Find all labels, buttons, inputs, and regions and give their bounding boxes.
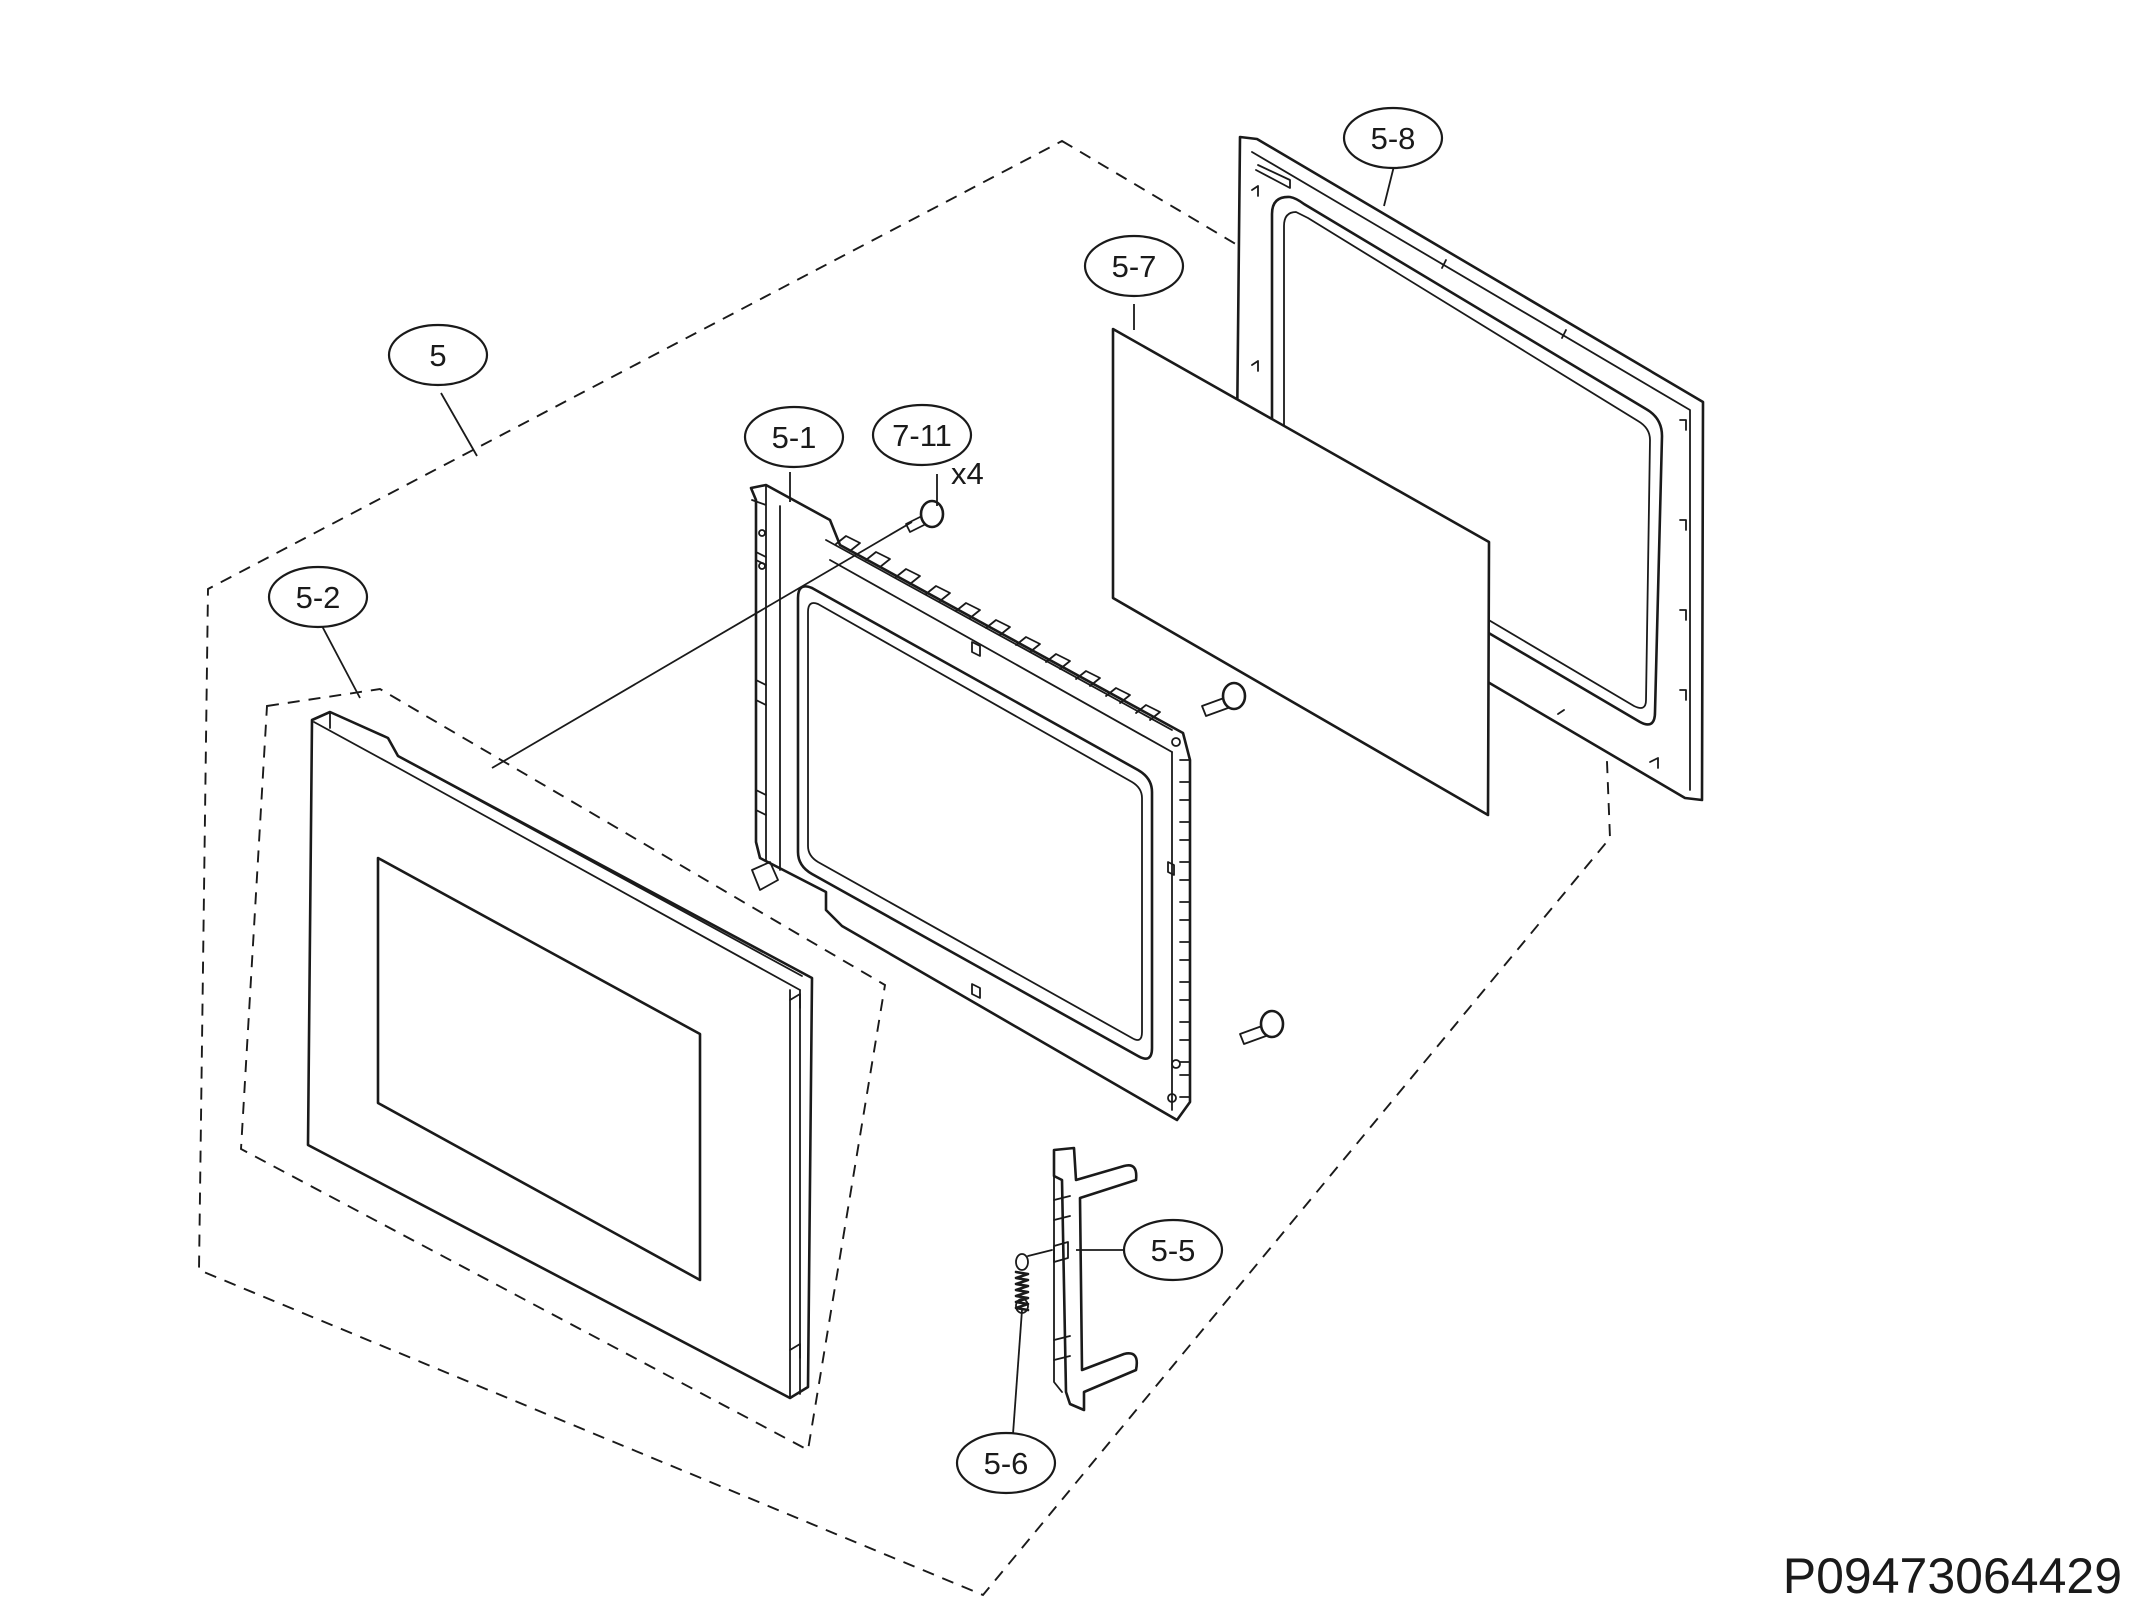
callout-door-panel-label: 5-2 — [296, 580, 341, 615]
latch-spring-5-6 — [1014, 1249, 1053, 1314]
callout-door-frame: 5-8 — [1342, 106, 1444, 170]
callout-choke-frame-label: 5-1 — [772, 420, 817, 455]
callout-door-screen-label: 5-7 — [1112, 249, 1157, 284]
drawing-code: P09473064429 — [1783, 1548, 2122, 1604]
leader-5 — [440, 392, 478, 457]
screw-top — [905, 499, 945, 533]
leader-5-2 — [321, 625, 361, 699]
callout-door-frame-label: 5-8 — [1371, 121, 1416, 156]
screw-right-upper — [1201, 681, 1247, 717]
callout-door-screen: 5-7 — [1083, 234, 1185, 298]
callout-latch-hook-label: 5-5 — [1151, 1233, 1196, 1268]
callout-choke-frame: 5-1 — [743, 405, 845, 469]
callout-latch-hook: 5-5 — [1122, 1218, 1224, 1282]
latch-hook-5-5 — [1052, 1146, 1139, 1412]
door-panel-dashed-boundary — [240, 688, 887, 1452]
callout-latch-spring: 5-6 — [955, 1431, 1057, 1495]
callout-assembly: 5 — [387, 323, 489, 387]
callout-screw: 7-11 — [871, 403, 973, 467]
callout-door-panel: 5-2 — [267, 565, 369, 629]
screw-right-lower — [1239, 1009, 1285, 1045]
callout-screw-label: 7-11 — [892, 418, 952, 453]
leader-5-6 — [1012, 1309, 1023, 1435]
screw-alignment-line — [491, 521, 913, 769]
choke-frame-5-1 — [749, 483, 1192, 1122]
door-panel-5-2 — [306, 710, 814, 1400]
door-screen-5-7 — [1111, 327, 1491, 817]
callout-latch-spring-label: 5-6 — [984, 1446, 1029, 1481]
callout-assembly-label: 5 — [429, 338, 446, 373]
screw-quantity: x4 — [951, 456, 984, 491]
